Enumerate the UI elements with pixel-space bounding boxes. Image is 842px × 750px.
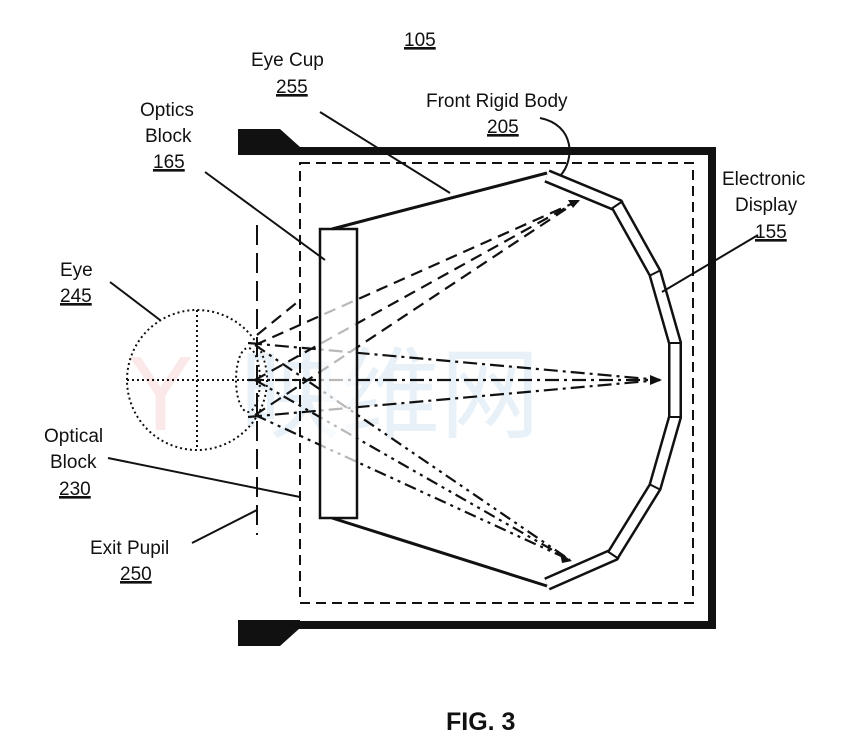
electronic-display-label-1: Electronic bbox=[722, 169, 805, 190]
ray-arrowhead bbox=[650, 375, 662, 385]
eye-cup-label: Eye Cup bbox=[251, 50, 324, 71]
watermark-logo: Y bbox=[129, 337, 192, 454]
light-rays bbox=[247, 199, 661, 561]
optics-block-number: 165 bbox=[153, 152, 185, 173]
ray-arrowhead bbox=[560, 553, 572, 563]
front-rigid-body-label: Front Rigid Body bbox=[426, 91, 568, 112]
bottom-mount-block bbox=[238, 620, 300, 646]
exit-pupil-label: Exit Pupil bbox=[90, 538, 169, 559]
top-mount-block bbox=[238, 129, 300, 155]
optics-block-label-1: Optics bbox=[140, 100, 194, 121]
electronic-display-number: 155 bbox=[755, 222, 787, 243]
front-rigid-body-outline bbox=[290, 147, 716, 629]
optical-block-label-2: Block bbox=[50, 452, 97, 473]
housing-frame bbox=[238, 129, 716, 646]
leader-lines bbox=[107, 111, 759, 544]
dashed-enclosure bbox=[299, 162, 694, 604]
eye-cup-number: 255 bbox=[276, 77, 308, 98]
eye bbox=[126, 309, 300, 451]
display-segment-joints bbox=[606, 200, 682, 560]
ray-arrowhead bbox=[568, 200, 580, 208]
optical-block-number: 230 bbox=[59, 479, 91, 500]
optics-block-label-2: Block bbox=[145, 126, 192, 147]
reference-number: 105 bbox=[404, 30, 436, 51]
eye-label: Eye bbox=[60, 260, 93, 281]
optics-block bbox=[318, 227, 359, 520]
eye-cup bbox=[331, 171, 548, 588]
eye-number: 245 bbox=[60, 286, 92, 307]
front-rigid-body-number: 205 bbox=[487, 117, 519, 138]
figure-title: FIG. 3 bbox=[446, 708, 515, 736]
electronic-display-label-2: Display bbox=[735, 195, 798, 216]
optical-block-label-1: Optical bbox=[44, 426, 103, 447]
exit-pupil-number: 250 bbox=[120, 564, 152, 585]
